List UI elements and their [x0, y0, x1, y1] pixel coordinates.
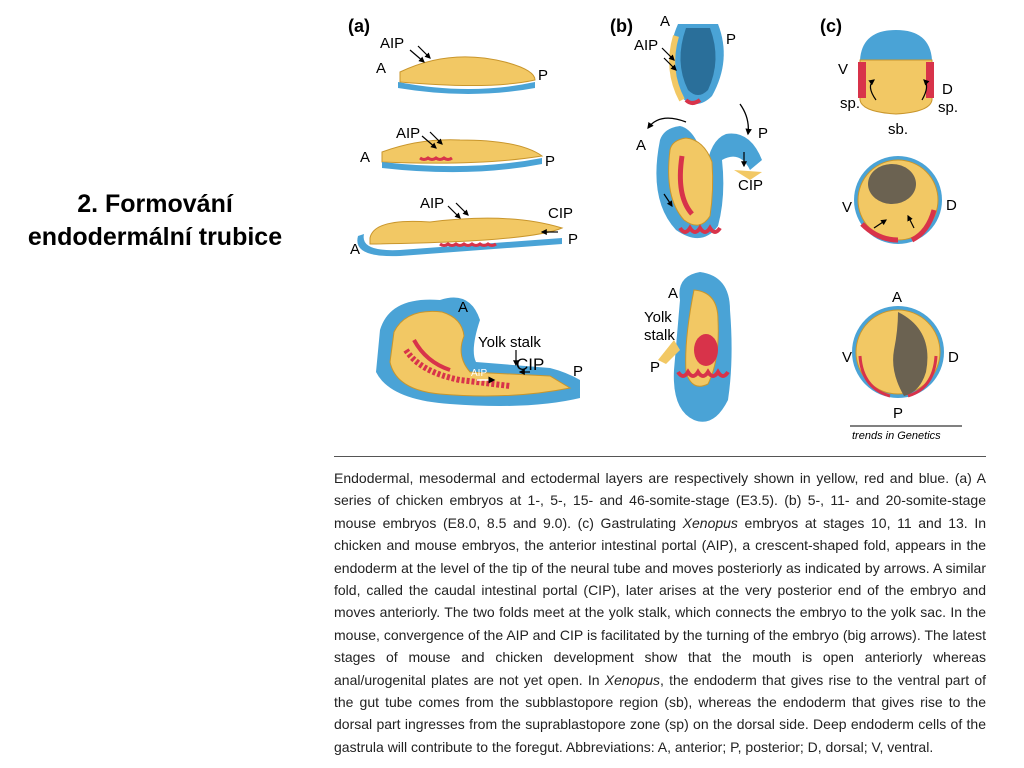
caption-xenopus-1: Xenopus	[682, 514, 738, 531]
panel-a-label: (a)	[348, 16, 370, 36]
label-stalk: stalk	[644, 327, 675, 344]
label-ventral: V	[842, 349, 852, 366]
xenopus-embryo-2: V D	[842, 156, 957, 244]
label-dorsal: D	[942, 81, 953, 98]
xenopus-embryo-3: A V D P	[842, 289, 959, 422]
caption-xenopus-2: Xenopus	[604, 671, 661, 688]
label-posterior: P	[650, 359, 660, 376]
panel-c: (c) V D sp. sp. sb. V D	[820, 16, 962, 442]
chick-embryo-3: AIP CIP A P	[350, 195, 578, 258]
caption-part-1: Endodermal, mesodermal and ectodermal la…	[334, 470, 986, 531]
label-cip: CIP	[738, 177, 763, 194]
chick-embryo-1: AIP A P	[376, 35, 548, 94]
label-anterior: A	[458, 299, 468, 316]
label-posterior: P	[545, 153, 555, 170]
label-cip: CIP	[516, 355, 544, 374]
label-anterior: A	[376, 60, 386, 77]
label-yolk-stalk: Yolk stalk	[478, 334, 541, 351]
label-posterior: P	[758, 125, 768, 142]
caption-divider	[334, 456, 986, 457]
label-posterior: P	[893, 405, 903, 422]
figure-source: trends in Genetics	[852, 430, 941, 442]
label-posterior: P	[726, 31, 736, 48]
label-anterior: A	[668, 285, 678, 302]
mouse-embryo-1: A AIP P	[634, 13, 736, 105]
xenopus-embryo-1: V D sp. sp. sb.	[838, 30, 958, 138]
label-sp-right: sp.	[938, 99, 958, 116]
chick-embryo-2: AIP A P	[360, 125, 555, 173]
label-anterior: A	[636, 137, 646, 154]
label-sp-left: sp.	[840, 95, 860, 112]
caption-part-3: , the endoderm that gives rise to the ve…	[334, 671, 987, 755]
label-anterior: A	[360, 149, 370, 166]
caption-part-2: embryos at stages 10, 11 and 13. In chic…	[334, 514, 986, 688]
mouse-embryo-3: A Yolk stalk P	[644, 272, 732, 422]
figure-caption: Endodermal, mesodermal and ectodermal la…	[334, 467, 986, 758]
label-anterior: A	[660, 13, 670, 30]
panel-a: (a) AIP A P AIP A P	[348, 16, 583, 406]
label-aip: AIP	[471, 368, 487, 379]
mouse-embryo-2: A P CIP	[636, 103, 768, 239]
label-anterior: A	[350, 241, 360, 258]
label-anterior: A	[892, 289, 902, 306]
slide-title: 2. Formování endodermální trubice	[0, 188, 310, 254]
label-aip: AIP	[380, 35, 404, 52]
label-ventral: V	[842, 199, 852, 216]
label-ventral: V	[838, 61, 848, 78]
chick-embryo-4: A Yolk stalk CIP AIP P	[376, 297, 583, 406]
panel-b-label: (b)	[610, 16, 633, 36]
title-line-1: 2. Formování	[77, 190, 233, 218]
panel-c-label: (c)	[820, 16, 842, 36]
label-sb: sb.	[888, 121, 908, 138]
label-dorsal: D	[946, 197, 957, 214]
label-yolk: Yolk	[644, 309, 672, 326]
embryo-figure: (a) AIP A P AIP A P	[348, 13, 962, 442]
label-posterior: P	[538, 67, 548, 84]
label-cip: CIP	[548, 205, 573, 222]
label-aip: AIP	[420, 195, 444, 212]
label-dorsal: D	[948, 349, 959, 366]
label-aip: AIP	[634, 37, 658, 54]
label-posterior: P	[573, 363, 583, 380]
label-posterior: P	[568, 231, 578, 248]
label-aip: AIP	[396, 125, 420, 142]
panel-b: (b) A AIP P A P CIP	[610, 13, 768, 422]
title-line-2: endodermální trubice	[27, 223, 283, 251]
